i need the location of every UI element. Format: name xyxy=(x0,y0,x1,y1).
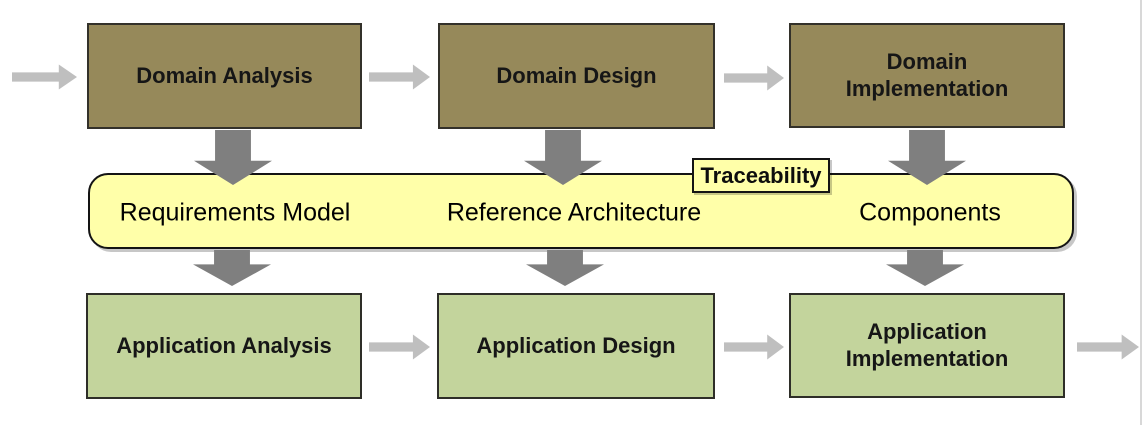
arrow-out-of-application-implementation xyxy=(1077,334,1139,360)
domain-analysis-box: Domain Analysis xyxy=(87,23,362,129)
page-right-edge-line xyxy=(1140,0,1142,425)
band-label-reference-architecture: Reference Architecture xyxy=(446,198,702,227)
arrow-reference-architecture-to-application-design xyxy=(526,250,604,286)
traceability-tag: Traceability xyxy=(692,158,830,193)
traceability-band xyxy=(88,173,1074,249)
application-analysis-label: Application Analysis xyxy=(116,332,332,358)
application-analysis-box: Application Analysis xyxy=(86,293,362,399)
domain-design-label: Domain Design xyxy=(496,62,657,88)
application-design-box: Application Design xyxy=(437,293,715,399)
domain-design-box: Domain Design xyxy=(438,23,715,129)
arrow-domain-design-to-domain-implementation xyxy=(724,65,784,91)
arrow-application-design-to-application-implementation xyxy=(724,334,784,360)
arrow-requirements-model-to-application-analysis xyxy=(193,250,271,286)
arrow-components-to-application-implementation xyxy=(886,250,964,286)
band-label-requirements-model: Requirements Model xyxy=(119,198,351,227)
arrow-into-domain-analysis xyxy=(12,64,77,90)
domain-analysis-label: Domain Analysis xyxy=(136,62,313,88)
band-label-components: Components xyxy=(859,198,1001,227)
traceability-tag-label: Traceability xyxy=(700,162,822,188)
arrow-domain-analysis-to-domain-design xyxy=(369,64,430,90)
application-design-label: Application Design xyxy=(476,332,676,358)
application-implementation-box: Application Implementation xyxy=(789,293,1065,398)
domain-implementation-box: Domain Implementation xyxy=(789,23,1065,128)
application-implementation-label: Application Implementation xyxy=(845,318,1009,371)
domain-implementation-label: Domain Implementation xyxy=(845,48,1009,101)
arrow-application-analysis-to-application-design xyxy=(369,334,430,360)
